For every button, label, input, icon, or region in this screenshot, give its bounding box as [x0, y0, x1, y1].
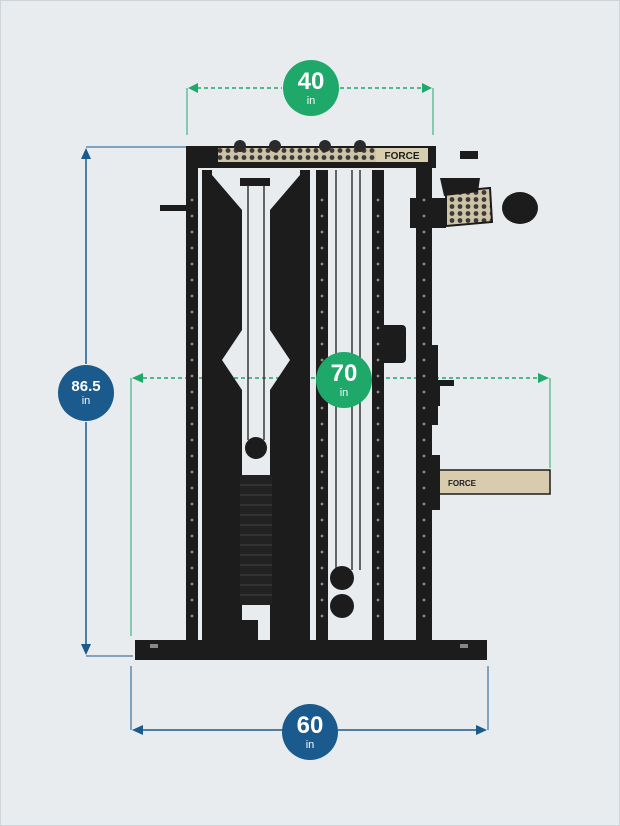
top-width-unit: in: [306, 94, 316, 107]
plate-holder: [330, 566, 354, 618]
base-width-value: 60: [296, 711, 324, 739]
base-width-badge: 60 in: [282, 704, 338, 760]
top-crossbar: FORCE: [186, 140, 478, 168]
base-width-unit: in: [305, 738, 315, 751]
dip-attachment: [410, 178, 538, 228]
spotter-arm: FORCE: [429, 455, 551, 510]
base-plate: [135, 640, 487, 660]
svg-text:FORCE: FORCE: [448, 479, 477, 488]
left-tower: [212, 175, 300, 640]
base-width-dimension: [130, 666, 489, 735]
depth-badge: 70 in: [316, 352, 372, 408]
upright-hole-dots: [190, 198, 426, 618]
top-width-badge: 40 in: [283, 60, 339, 116]
top-width-value: 40: [297, 67, 325, 95]
frame-uprights: [186, 160, 438, 642]
depth-value: 70: [330, 359, 358, 387]
height-value: 86.5: [71, 378, 101, 395]
height-dimension: [81, 146, 198, 657]
weight-stack: [228, 437, 272, 640]
j-hooks: [160, 205, 454, 406]
depth-unit: in: [339, 386, 349, 399]
height-badge: 86.5 in: [58, 365, 114, 421]
height-unit: in: [81, 395, 91, 407]
brand-logo: FORCE: [385, 151, 420, 162]
top-width-dimension: [186, 83, 434, 135]
